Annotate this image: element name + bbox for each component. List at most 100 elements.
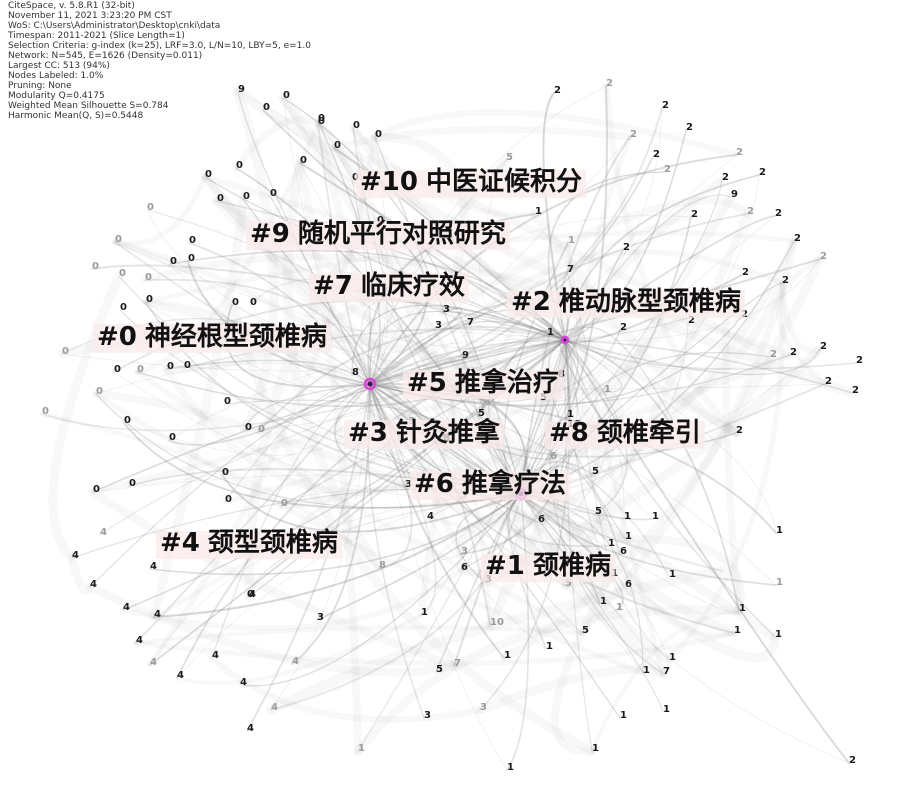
node-label: 0	[129, 478, 136, 489]
node-label: 0	[115, 234, 122, 245]
node-label: 0	[247, 589, 254, 600]
co-occurrence-edge	[564, 339, 625, 520]
node-label: 4	[90, 579, 97, 590]
cluster-label-text: #6 推拿疗法	[414, 468, 566, 499]
node-label: 2	[759, 167, 766, 178]
co-occurrence-edge	[578, 237, 798, 637]
node-label: 0	[263, 102, 270, 113]
node-label: 3	[424, 710, 431, 721]
co-occurrence-edge	[369, 383, 508, 771]
node-label: 1	[669, 652, 676, 663]
node-label: 0	[377, 215, 384, 226]
cluster-name: 推拿疗法	[462, 468, 566, 499]
co-occurrence-edge	[369, 85, 607, 385]
co-occurrence-edge	[564, 339, 857, 370]
co-occurrence-edge	[111, 238, 198, 276]
node-label: 0	[236, 160, 243, 171]
node-label: 0	[281, 498, 288, 509]
cluster-label-background	[403, 370, 563, 399]
co-occurrence-edge	[123, 422, 522, 510]
co-occurrence-edge	[85, 582, 459, 677]
node-label: 2	[742, 267, 749, 278]
co-occurrence-edge	[457, 353, 601, 479]
node-label: 4	[123, 602, 130, 613]
cluster-id: #8	[549, 418, 589, 448]
co-occurrence-edge	[456, 512, 630, 559]
node-label: 1	[568, 235, 575, 246]
co-occurrence-edge	[776, 256, 828, 387]
node-label: 1	[776, 525, 783, 536]
node-label: 3	[435, 320, 442, 331]
co-occurrence-edge	[520, 493, 614, 527]
co-occurrence-edge	[152, 492, 523, 619]
co-occurrence-edge	[520, 493, 664, 675]
co-occurrence-edge	[211, 383, 371, 659]
node-label: 3	[405, 479, 412, 490]
node-label: 0	[96, 386, 103, 397]
node-label: 0	[205, 169, 212, 180]
co-occurrence-edge	[188, 242, 371, 385]
co-occurrence-edge	[224, 382, 371, 503]
co-occurrence-edge	[560, 209, 752, 591]
co-occurrence-edge	[534, 237, 798, 526]
node-label: 0	[258, 424, 265, 435]
co-occurrence-edge	[166, 359, 371, 385]
node-label: 1	[624, 511, 631, 522]
node-label: 0	[170, 256, 177, 267]
node-label: 0	[42, 406, 49, 417]
node-label: 0	[188, 253, 195, 264]
co-occurrence-edge	[168, 383, 371, 446]
node-label: 0	[114, 364, 121, 375]
co-occurrence-edge	[89, 383, 371, 588]
co-occurrence-edge	[92, 390, 615, 580]
node-label: 1	[739, 603, 746, 614]
node-label: 2	[691, 209, 698, 220]
node-label: 0	[120, 302, 127, 313]
co-occurrence-edge	[530, 209, 741, 438]
co-occurrence-edge	[620, 534, 745, 616]
co-occurrence-edge	[136, 339, 566, 408]
cluster-label-background	[545, 421, 705, 449]
co-occurrence-edge	[564, 339, 670, 661]
cluster-id: #10	[360, 167, 418, 197]
node-label: 0	[217, 193, 224, 204]
co-occurrence-edge	[439, 196, 751, 316]
co-occurrence-edge	[722, 302, 743, 615]
node-label: 5	[506, 152, 513, 163]
co-occurrence-edge	[351, 304, 566, 376]
node-label: 2	[820, 251, 827, 262]
node-label: 0	[245, 422, 252, 433]
co-occurrence-edge	[369, 383, 621, 719]
co-occurrence-edge	[368, 382, 492, 627]
node-label: 5	[582, 625, 589, 636]
cluster-label: #6 推拿疗法	[410, 468, 570, 500]
summary-line: Network: N=545, E=1626 (Density=0.011)	[8, 51, 203, 61]
cluster-label-background	[246, 221, 510, 250]
node-label: 1	[776, 577, 783, 588]
co-occurrence-edge	[232, 115, 356, 184]
node-label: 2	[849, 755, 856, 766]
node-label: 0	[145, 272, 152, 283]
co-occurrence-edge	[519, 84, 608, 496]
co-occurrence-edge	[369, 339, 566, 385]
summary-line: Timespan: 2011-2021 (Slice Length=1)	[8, 31, 185, 41]
node-label: 1	[669, 569, 676, 580]
co-occurrence-edge	[176, 339, 566, 679]
cluster-id: #3	[348, 418, 388, 448]
co-occurrence-edge	[369, 339, 853, 394]
co-occurrence-edge	[134, 121, 321, 375]
node-label: 0	[92, 261, 99, 272]
node-label: 2	[820, 341, 827, 352]
co-occurrence-edge	[266, 566, 727, 715]
co-occurrence-edge	[168, 339, 566, 441]
node-label: 9	[462, 350, 469, 361]
co-occurrence-edge	[134, 369, 585, 636]
node-label: 4	[212, 650, 219, 661]
cluster-id: #6	[414, 469, 454, 499]
